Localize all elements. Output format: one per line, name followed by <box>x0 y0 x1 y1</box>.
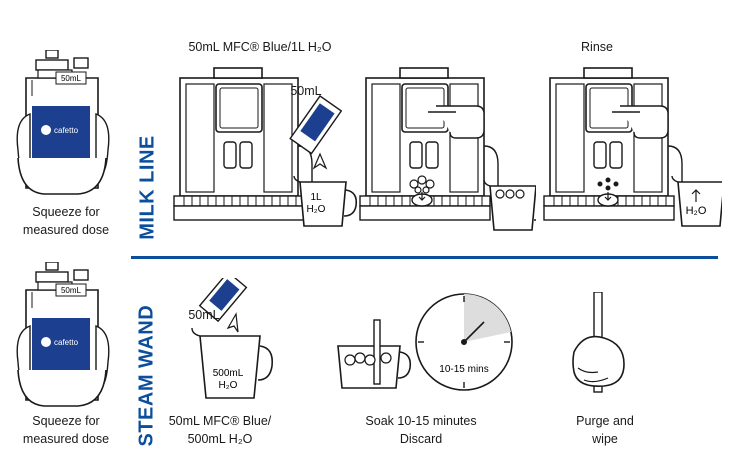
steam-jug-illustration: 500mL H₂O <box>191 278 274 399</box>
steam-step1-caption: 50mL MFC® Blue/ 500mL H₂O <box>160 412 280 448</box>
jug-label: 500mL <box>213 368 244 379</box>
timer-label: 10-15 mins <box>439 364 488 375</box>
steam-pour-label: 50mL <box>188 308 220 322</box>
caption-line: Discard <box>399 432 443 446</box>
caption-line: measured dose <box>22 223 110 237</box>
caption-line: Squeeze for <box>32 205 100 219</box>
machine-illustration-2 <box>359 67 536 231</box>
milk-line-label: MILK LINE <box>136 135 159 240</box>
jug-label: 1L <box>310 192 322 203</box>
milk-step1-title: 50mL MFC® Blue/1L H₂O <box>188 40 332 54</box>
machine-illustration-3: H₂O <box>543 67 722 227</box>
section-divider <box>131 256 718 259</box>
milk-step3-title: Rinse <box>581 40 613 54</box>
brand-label: cafetto <box>54 338 79 347</box>
caption-line: wipe <box>592 432 618 446</box>
steam-step2-caption: Soak 10-15 minutes Discard <box>346 412 496 448</box>
caption-line: Squeeze for <box>32 414 100 428</box>
caption-line: 500mL H₂O <box>187 432 253 446</box>
bottle-illustration-top: 50mL cafetto <box>16 50 110 195</box>
caption-line: Purge and <box>576 414 634 428</box>
steam-step3-caption: Purge and wipe <box>560 412 650 448</box>
dose-label: 50mL <box>61 286 82 295</box>
jug-label: H₂O <box>219 380 238 391</box>
dose-label: 50mL <box>61 74 82 83</box>
milk-step1-pour-label: 50mL <box>290 84 322 98</box>
bottle-illustration-bottom: 50mL cafetto <box>16 262 110 407</box>
caption-line: Soak 10-15 minutes <box>365 414 477 428</box>
bottle-caption-top: Squeeze for measured dose <box>8 203 124 239</box>
caption-line: measured dose <box>22 432 110 446</box>
jug-label: H₂O <box>307 204 326 215</box>
bottle-caption-bottom: Squeeze for measured dose <box>8 412 124 448</box>
machine-illustration-1: 1L H₂O <box>173 67 358 227</box>
jug-label: H₂O <box>686 205 707 217</box>
purge-wipe-illustration <box>572 292 625 393</box>
brand-label: cafetto <box>54 126 79 135</box>
soak-illustration: 10-15 mins <box>337 293 513 391</box>
steam-wand-label: STEAM WAND <box>135 304 158 447</box>
caption-line: 50mL MFC® Blue/ <box>168 414 272 428</box>
